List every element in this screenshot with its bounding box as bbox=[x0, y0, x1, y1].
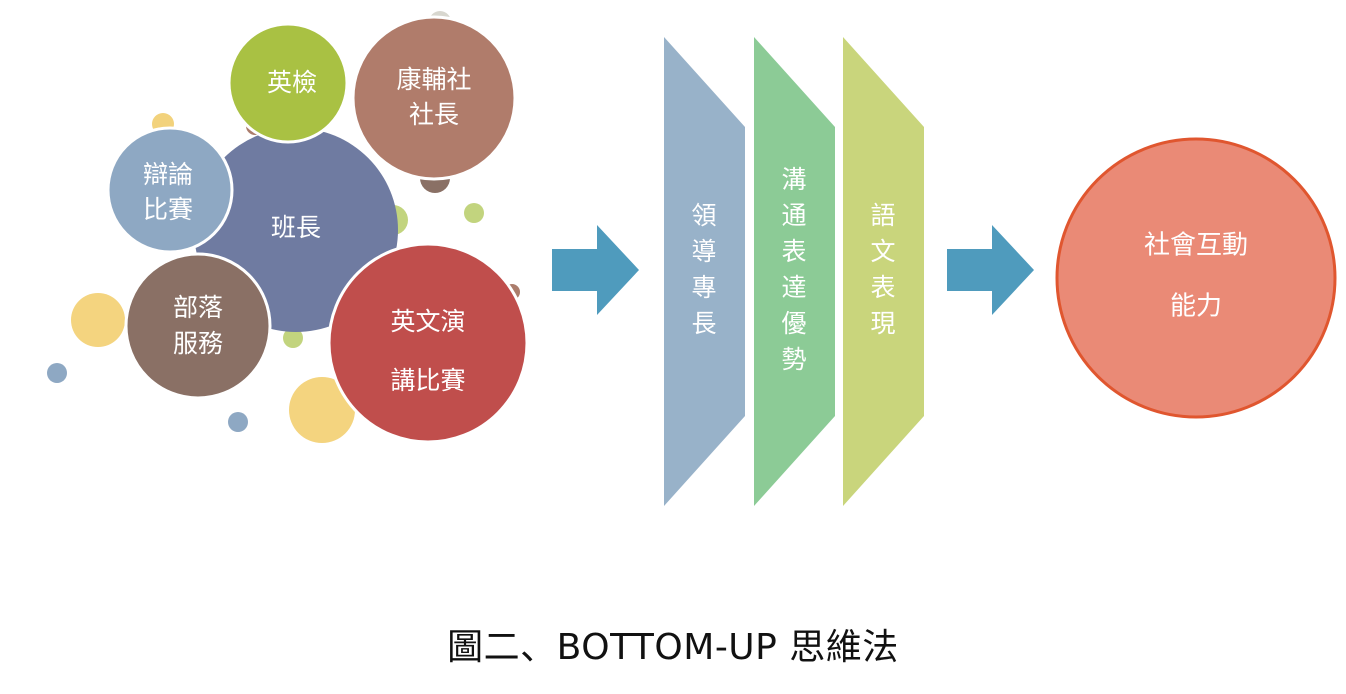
social-interaction-bubble bbox=[1055, 137, 1337, 419]
bubble-dot bbox=[289, 377, 355, 443]
right-arrow-icon bbox=[552, 225, 639, 315]
result-label-line-1: 社會互動 bbox=[1144, 231, 1248, 261]
english-test-bubble bbox=[227, 22, 349, 144]
stage-band-language bbox=[843, 37, 924, 506]
english-speech-label-line-2: 講比賽 bbox=[390, 366, 465, 395]
stage-band-communication bbox=[754, 37, 835, 506]
stage-label-char: 長 bbox=[691, 309, 716, 338]
tribal-service-label-line-1: 部落 bbox=[173, 293, 223, 322]
input-bubbles: 班長 英檢 康輔社 社長 辯論 比賽 部落 服務 英文演 講比賽 bbox=[106, 15, 529, 444]
bubble-dot bbox=[283, 328, 303, 348]
stage-label-char: 達 bbox=[781, 273, 806, 302]
stage-label-char: 勢 bbox=[781, 345, 806, 374]
stage-label-char: 文 bbox=[870, 237, 895, 266]
english-speech-bubble bbox=[327, 242, 529, 444]
stage-label-char: 表 bbox=[870, 273, 895, 302]
club-leader-label-line-2: 社長 bbox=[409, 100, 459, 129]
bubble-dot bbox=[228, 412, 248, 432]
right-arrow-icon bbox=[947, 225, 1034, 315]
debate-label-line-2: 比賽 bbox=[143, 195, 193, 224]
debate-label-line-1: 辯論 bbox=[143, 160, 193, 189]
bubble-dot bbox=[464, 203, 484, 223]
figure-caption: 圖二、BOTTOM-UP 思維法 bbox=[447, 627, 899, 668]
class-leader-label: 班長 bbox=[271, 213, 321, 242]
stage-label-char: 語 bbox=[870, 201, 895, 230]
stage-label-char: 專 bbox=[691, 273, 716, 302]
english-test-label: 英檢 bbox=[267, 68, 317, 97]
bubble-dot bbox=[47, 363, 67, 383]
stage-band-leadership bbox=[664, 37, 745, 506]
stage-label-char: 導 bbox=[691, 237, 716, 266]
result-label-line-2: 能力 bbox=[1170, 292, 1222, 322]
tribal-service-bubble bbox=[124, 252, 272, 400]
stage-label-char: 溝 bbox=[781, 165, 806, 194]
stage-label-char: 通 bbox=[781, 201, 806, 230]
debate-bubble bbox=[106, 126, 234, 254]
tribal-service-label-line-2: 服務 bbox=[173, 329, 223, 358]
stage-label-char: 現 bbox=[870, 309, 895, 338]
stage-label-char: 優 bbox=[781, 309, 806, 338]
stage-label-char: 領 bbox=[691, 201, 716, 230]
bubble-dot bbox=[71, 293, 125, 347]
english-speech-label-line-1: 英文演 bbox=[390, 307, 465, 336]
stage-label-char: 表 bbox=[781, 237, 806, 266]
club-leader-label-line-1: 康輔社 bbox=[396, 65, 471, 94]
club-leader-bubble bbox=[351, 15, 517, 181]
